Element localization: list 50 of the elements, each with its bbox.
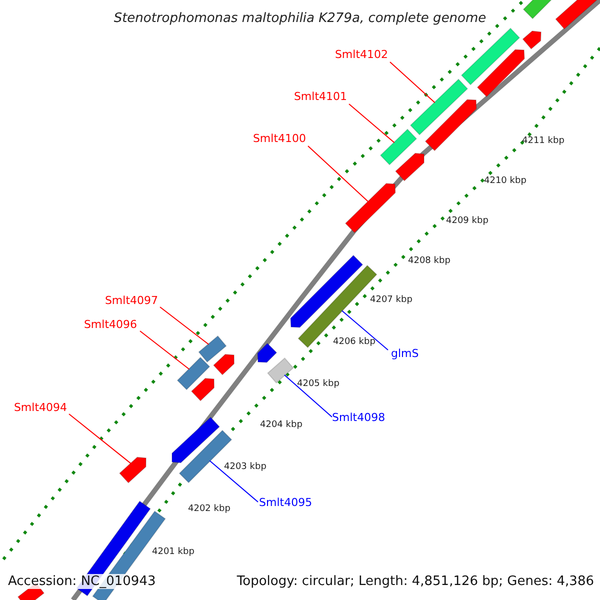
tick-label: 4206 kbp [333, 338, 376, 347]
gene-label: glmS [391, 348, 419, 359]
gene-bar [476, 49, 525, 98]
gene-bar [460, 28, 520, 86]
tick-label: 4208 kbp [408, 257, 450, 266]
genome-info-text: Topology: circular; Length: 4,851,126 bp; Genes: 4,386 [236, 575, 594, 588]
gene-bar [394, 152, 424, 182]
gene-label: Smlt4101 [294, 91, 347, 102]
leader-line [341, 310, 388, 350]
tick-label: 4201 kbp [152, 548, 194, 557]
gene-bar [522, 30, 542, 50]
gene-bar [380, 128, 418, 166]
title: Stenotrophomonas maltophilia K279a, complete genome [114, 11, 486, 26]
gene-bar [267, 357, 294, 384]
gene-bar [290, 254, 364, 328]
leader-line [160, 306, 210, 345]
gene-label: Smlt4100 [252, 133, 306, 144]
gene-bar [198, 335, 227, 363]
tick-label: 4211 kbp [522, 137, 564, 146]
tick-label: 4202 kbp [188, 505, 230, 514]
tick-label: 4210 kbp [484, 177, 526, 186]
gene-label: Smlt4095 [259, 497, 312, 508]
gene-label: Smlt4102 [334, 49, 388, 60]
gene-label: Smlt4094 [14, 402, 67, 413]
gene-bar [172, 416, 220, 464]
gene-bar [212, 354, 235, 376]
gene-bar [555, 0, 600, 30]
gene-label: Smlt4096 [84, 319, 137, 330]
tick-label: 4203 kbp [224, 463, 266, 472]
gene-bar [176, 356, 210, 390]
gene-bar [257, 342, 278, 363]
gene-bar [190, 378, 215, 402]
leader-line [140, 330, 190, 370]
tick-label: 4204 kbp [260, 421, 302, 430]
leader-line [308, 146, 369, 202]
gene-bar [118, 456, 146, 484]
gene-bar [344, 182, 396, 234]
leader-line [68, 414, 132, 464]
tick-label: 4205 kbp [297, 380, 340, 389]
leader-line [390, 62, 436, 104]
leader-line [284, 374, 332, 418]
tick-label: 4207 kbp [370, 296, 412, 305]
gene-label: Smlt4097 [104, 295, 158, 306]
gene-bar [424, 99, 477, 152]
gene-bar [522, 0, 554, 20]
gene-label: Smlt4098 [332, 412, 386, 423]
leader-line [348, 104, 395, 144]
leader-line [209, 460, 258, 502]
tick-label: 4209 kbp [446, 217, 488, 226]
gene-bar [410, 78, 468, 136]
